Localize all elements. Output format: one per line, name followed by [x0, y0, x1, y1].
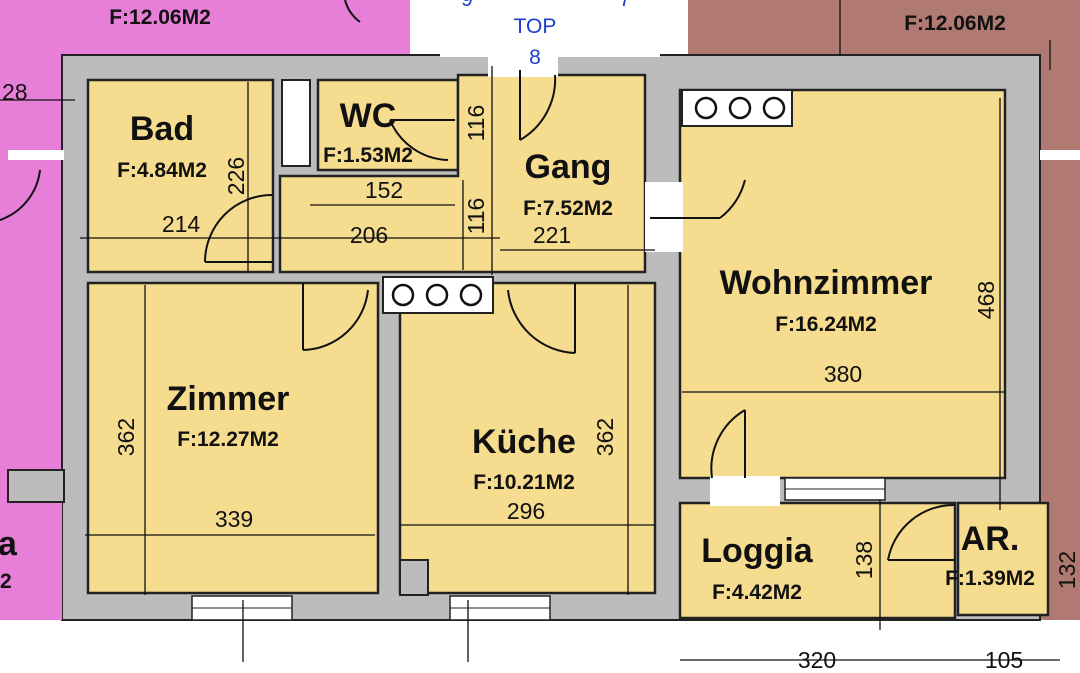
door-opening-wohn-loggia [710, 476, 780, 506]
door-opening-entry [488, 57, 558, 77]
door-swing-bad [204, 194, 273, 263]
dim-gang-right: 221 [533, 222, 571, 248]
dim-bottom-width: 320 [798, 647, 836, 673]
dim-bottom-right: 105 [985, 647, 1023, 673]
door-swing-kueche [507, 283, 576, 354]
side-opening-left [8, 150, 64, 160]
room-wohnzimmer-name: Wohnzimmer [720, 264, 933, 302]
unit-label: TOP [514, 15, 557, 38]
neighbor-left-partial-name: a [0, 525, 18, 563]
dim-kueche-height: 362 [592, 418, 618, 456]
dim-bad-height: 226 [223, 157, 249, 195]
room-gang [278, 73, 647, 274]
room-bad-name: Bad [130, 110, 194, 148]
neighbor-gap-left [0, 500, 62, 620]
dim-wohn-width: 380 [824, 361, 862, 387]
stairwell-notch [440, 0, 660, 57]
door-swing-neighbor-top [344, 0, 361, 23]
dim-gang-inner: 152 [365, 177, 403, 203]
chimney-kueche [382, 276, 494, 314]
kueche-niche [399, 559, 429, 596]
room-wc [316, 78, 460, 172]
room-ar-area: F:1.39M2 [945, 567, 1035, 590]
room-zimmer-area: F:12.27M2 [177, 428, 279, 451]
room-kueche-name: Küche [472, 423, 576, 461]
dim-bad-width: 214 [162, 211, 201, 237]
side-opening-right [1040, 150, 1080, 160]
room-ar-name: AR. [961, 520, 1020, 558]
dimension-lines [0, 0, 1060, 662]
room-bad-area: F:4.84M2 [117, 159, 207, 182]
neighbor-unit-left [0, 0, 410, 55]
door-swing-entry [519, 70, 557, 141]
flue-icon [728, 96, 752, 120]
dim-gang-width: 206 [350, 222, 388, 248]
dim-zimmer-width: 339 [215, 506, 253, 532]
room-wohnzimmer-area: F:16.24M2 [775, 313, 877, 336]
shaft-bad [281, 79, 311, 167]
room-gang-area: F:7.52M2 [523, 197, 613, 220]
dim-zimmer-height: 362 [113, 418, 139, 456]
door-swing-ar [887, 503, 956, 561]
dim-loggia-height: 138 [851, 541, 877, 579]
door-swing-wohnzimmer [650, 179, 746, 219]
flue-icon [425, 283, 449, 307]
dim-wc-height: 116 [463, 105, 489, 142]
room-loggia-name: Loggia [701, 532, 814, 570]
room-wohnzimmer [678, 88, 1007, 480]
room-zimmer [86, 281, 380, 595]
top-right-number: 7 [619, 0, 631, 11]
room-loggia-area: F:4.42M2 [712, 581, 802, 604]
flue-icon [459, 283, 483, 307]
neighbor-left-area: F:12.06M2 [109, 6, 211, 29]
neighbor-left-dim: 28 [2, 79, 28, 105]
dim-gang-height: 116 [463, 198, 489, 235]
dim-kueche-width: 296 [507, 498, 545, 524]
door-swing-loggia [710, 409, 746, 479]
chimney-wohnzimmer [681, 89, 793, 127]
neighbor-right-area: F:12.06M2 [904, 12, 1006, 35]
room-bad [86, 78, 275, 274]
flue-icon [391, 283, 415, 307]
flue-icon [694, 96, 718, 120]
door-swing-neighbor-left [0, 169, 41, 221]
top-left-number: 9 [461, 0, 473, 11]
neighbor-right-partial-dim: 132 [1054, 551, 1080, 589]
door-swing-wc [389, 119, 455, 161]
door-swing-zimmer [302, 283, 369, 351]
neighbor-left-partial-area: 2 [0, 570, 12, 593]
room-kueche [398, 281, 657, 595]
room-wc-name: WC [340, 97, 397, 135]
dim-wohn-height: 468 [973, 281, 999, 319]
unit-number: 8 [529, 46, 541, 69]
room-wc-area: F:1.53M2 [323, 144, 413, 167]
room-zimmer-name: Zimmer [167, 380, 290, 418]
neighbor-unit-right [688, 0, 1080, 55]
left-wall-pier [7, 469, 65, 503]
room-gang-name: Gang [525, 148, 612, 186]
room-ar [956, 501, 1050, 617]
flue-icon [762, 96, 786, 120]
room-kueche-area: F:10.21M2 [473, 471, 575, 494]
